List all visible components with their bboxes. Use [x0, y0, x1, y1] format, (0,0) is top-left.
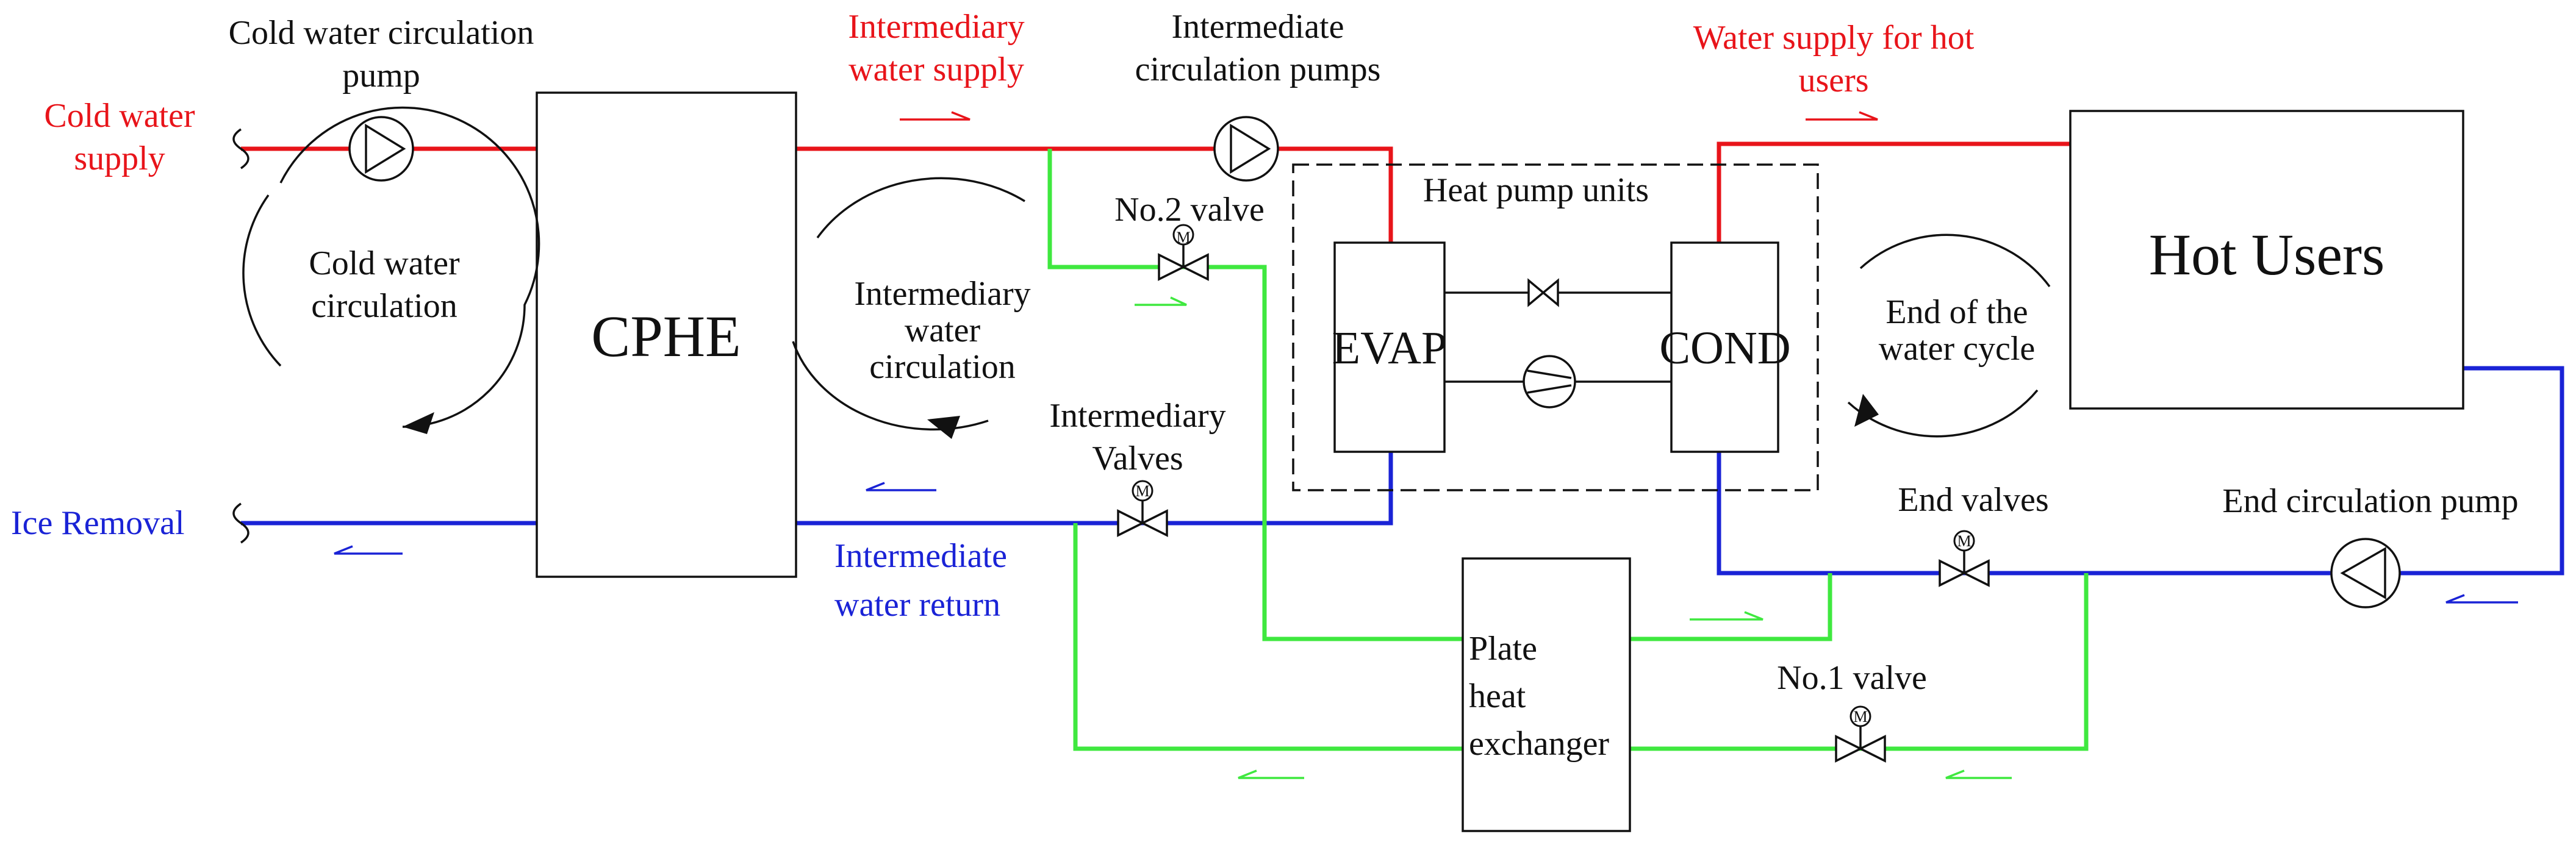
hot-user-supply-label-line2: users — [1798, 62, 1868, 99]
plate-hx-lower-flow-arrow — [1238, 769, 1304, 779]
end-circulation-pump-label: End circulation pump — [2222, 482, 2518, 520]
hot-users-return-pipe — [2400, 366, 2564, 576]
intermediary-valves-label-line2: Valves — [1092, 440, 1183, 477]
cond-box — [1670, 241, 1779, 453]
green-bypass-pipes — [1047, 149, 2089, 751]
end-water-cycle-arrow-icon — [1847, 234, 2051, 438]
intermediate-water-return-label-line1: Intermediate — [834, 537, 1007, 575]
intermediary-water-circulation-label-line3: circulation — [869, 348, 1015, 386]
hot-user-supply-label-line1: Water supply for hot — [1693, 19, 1975, 57]
no2-bypass-pipe — [1047, 149, 1463, 641]
intermediary-water-circulation-arrow-icon — [792, 177, 1025, 439]
cold-water-supply-label-line1: Cold water — [44, 97, 195, 135]
intermediate-water-return-label-line2: water return — [834, 586, 1000, 624]
cold-water-circulation-pump-icon — [348, 116, 414, 182]
evap-box — [1333, 241, 1446, 453]
ice-removal-pipe-break-icon — [232, 502, 249, 544]
no2-bypass-flow-arrow — [1135, 296, 1187, 306]
cphe-label: CPHE — [591, 304, 741, 369]
cond-label: COND — [1659, 323, 1790, 374]
intermediate-circulation-pump-icon — [1213, 116, 1279, 182]
compressor-icon — [1523, 355, 1576, 408]
hot-users-label: Hot Users — [2149, 222, 2385, 287]
plate-heat-exchanger-box — [1462, 557, 1631, 832]
intermediary-water-circulation-label-line1: Intermediary — [854, 275, 1030, 313]
no1-bypass-pipe — [1630, 573, 2089, 751]
intermediary-valves-label-line1: Intermediary — [1049, 397, 1225, 435]
plate-hx-upper-outlet-pipe — [1630, 573, 1832, 641]
intermediary-supply-flow-arrow — [900, 111, 970, 121]
end-valve-motor-mark: M — [1957, 532, 1971, 550]
no1-valve-label: No.1 valve — [1777, 659, 1927, 697]
heat-pump-units-label: Heat pump units — [1423, 171, 1649, 209]
cold-water-circulation-pump-label-line2: pump — [342, 57, 420, 95]
hot-supply-flow-arrow — [1806, 111, 1878, 121]
end-pump-flow-arrow — [2445, 594, 2518, 604]
plate-hx-outlet-flow-arrow — [1690, 611, 1763, 621]
plate-hx-label-line2: heat — [1469, 677, 1526, 715]
intermediary-water-circulation-label-line2: water — [905, 312, 981, 349]
end-water-cycle-label-line1: End of the — [1885, 293, 2028, 331]
intermediary-valve-icon: M — [1117, 480, 1168, 537]
end-return-pipe — [1717, 452, 2331, 576]
end-water-cycle-label-line2: water cycle — [1879, 330, 2035, 368]
expansion-valve-icon — [1527, 278, 1559, 307]
cold-supply-pipe-break-icon — [232, 128, 249, 169]
ice-removal-label: Ice Removal — [11, 504, 185, 542]
ice-removal-flow-arrow — [334, 545, 403, 555]
hot-users-box — [2069, 110, 2464, 410]
cold-water-supply-label-line2: supply — [74, 140, 165, 177]
no1-valve-motor-mark: M — [1853, 708, 1867, 726]
no2-valve-label: No.2 valve — [1114, 191, 1265, 229]
no2-valve-motor-mark: M — [1176, 229, 1190, 246]
intermediate-circulation-pumps-label-line2: circulation pumps — [1135, 51, 1381, 88]
end-valve-icon: M — [1939, 530, 1990, 587]
hot-supply-pipe — [1717, 141, 2070, 243]
intermediary-water-supply-label-line1: Intermediary — [848, 8, 1024, 46]
blue-return-pipes — [241, 366, 2564, 576]
plate-hx-lower-pipe — [1073, 523, 1463, 751]
cold-water-circulation-pump-label-line1: Cold water circulation — [229, 14, 534, 52]
end-circulation-pump-icon — [2330, 538, 2401, 608]
cphe-box — [536, 91, 797, 578]
cold-water-circulation-arrow-icon — [242, 106, 540, 434]
intermediary-water-supply-label-line2: water supply — [849, 51, 1024, 88]
plate-hx-label-line1: Plate — [1469, 630, 1537, 668]
heat-pump-units-boundary — [1292, 163, 1819, 491]
cold-water-circulation-label-line1: Cold water — [309, 244, 460, 282]
end-valves-label: End valves — [1898, 481, 2048, 519]
intermediary-valve-motor-mark: M — [1135, 482, 1149, 500]
flow-arrows — [334, 111, 2518, 779]
intermediate-return-flow-arrow — [866, 482, 936, 491]
intermediate-circulation-pumps-label-line1: Intermediate — [1172, 8, 1344, 46]
no1-bypass-flow-arrow — [1945, 769, 2012, 779]
plate-hx-label-line3: exchanger — [1469, 725, 1609, 763]
cold-water-circulation-label-line2: circulation — [311, 287, 457, 325]
intermediary-supply-pipe — [796, 146, 1393, 243]
evap-label: EVAP — [1332, 323, 1448, 374]
no1-valve-icon: M — [1835, 705, 1886, 763]
intermediate-return-pipe — [796, 452, 1393, 526]
no2-valve-icon: M — [1158, 224, 1209, 281]
